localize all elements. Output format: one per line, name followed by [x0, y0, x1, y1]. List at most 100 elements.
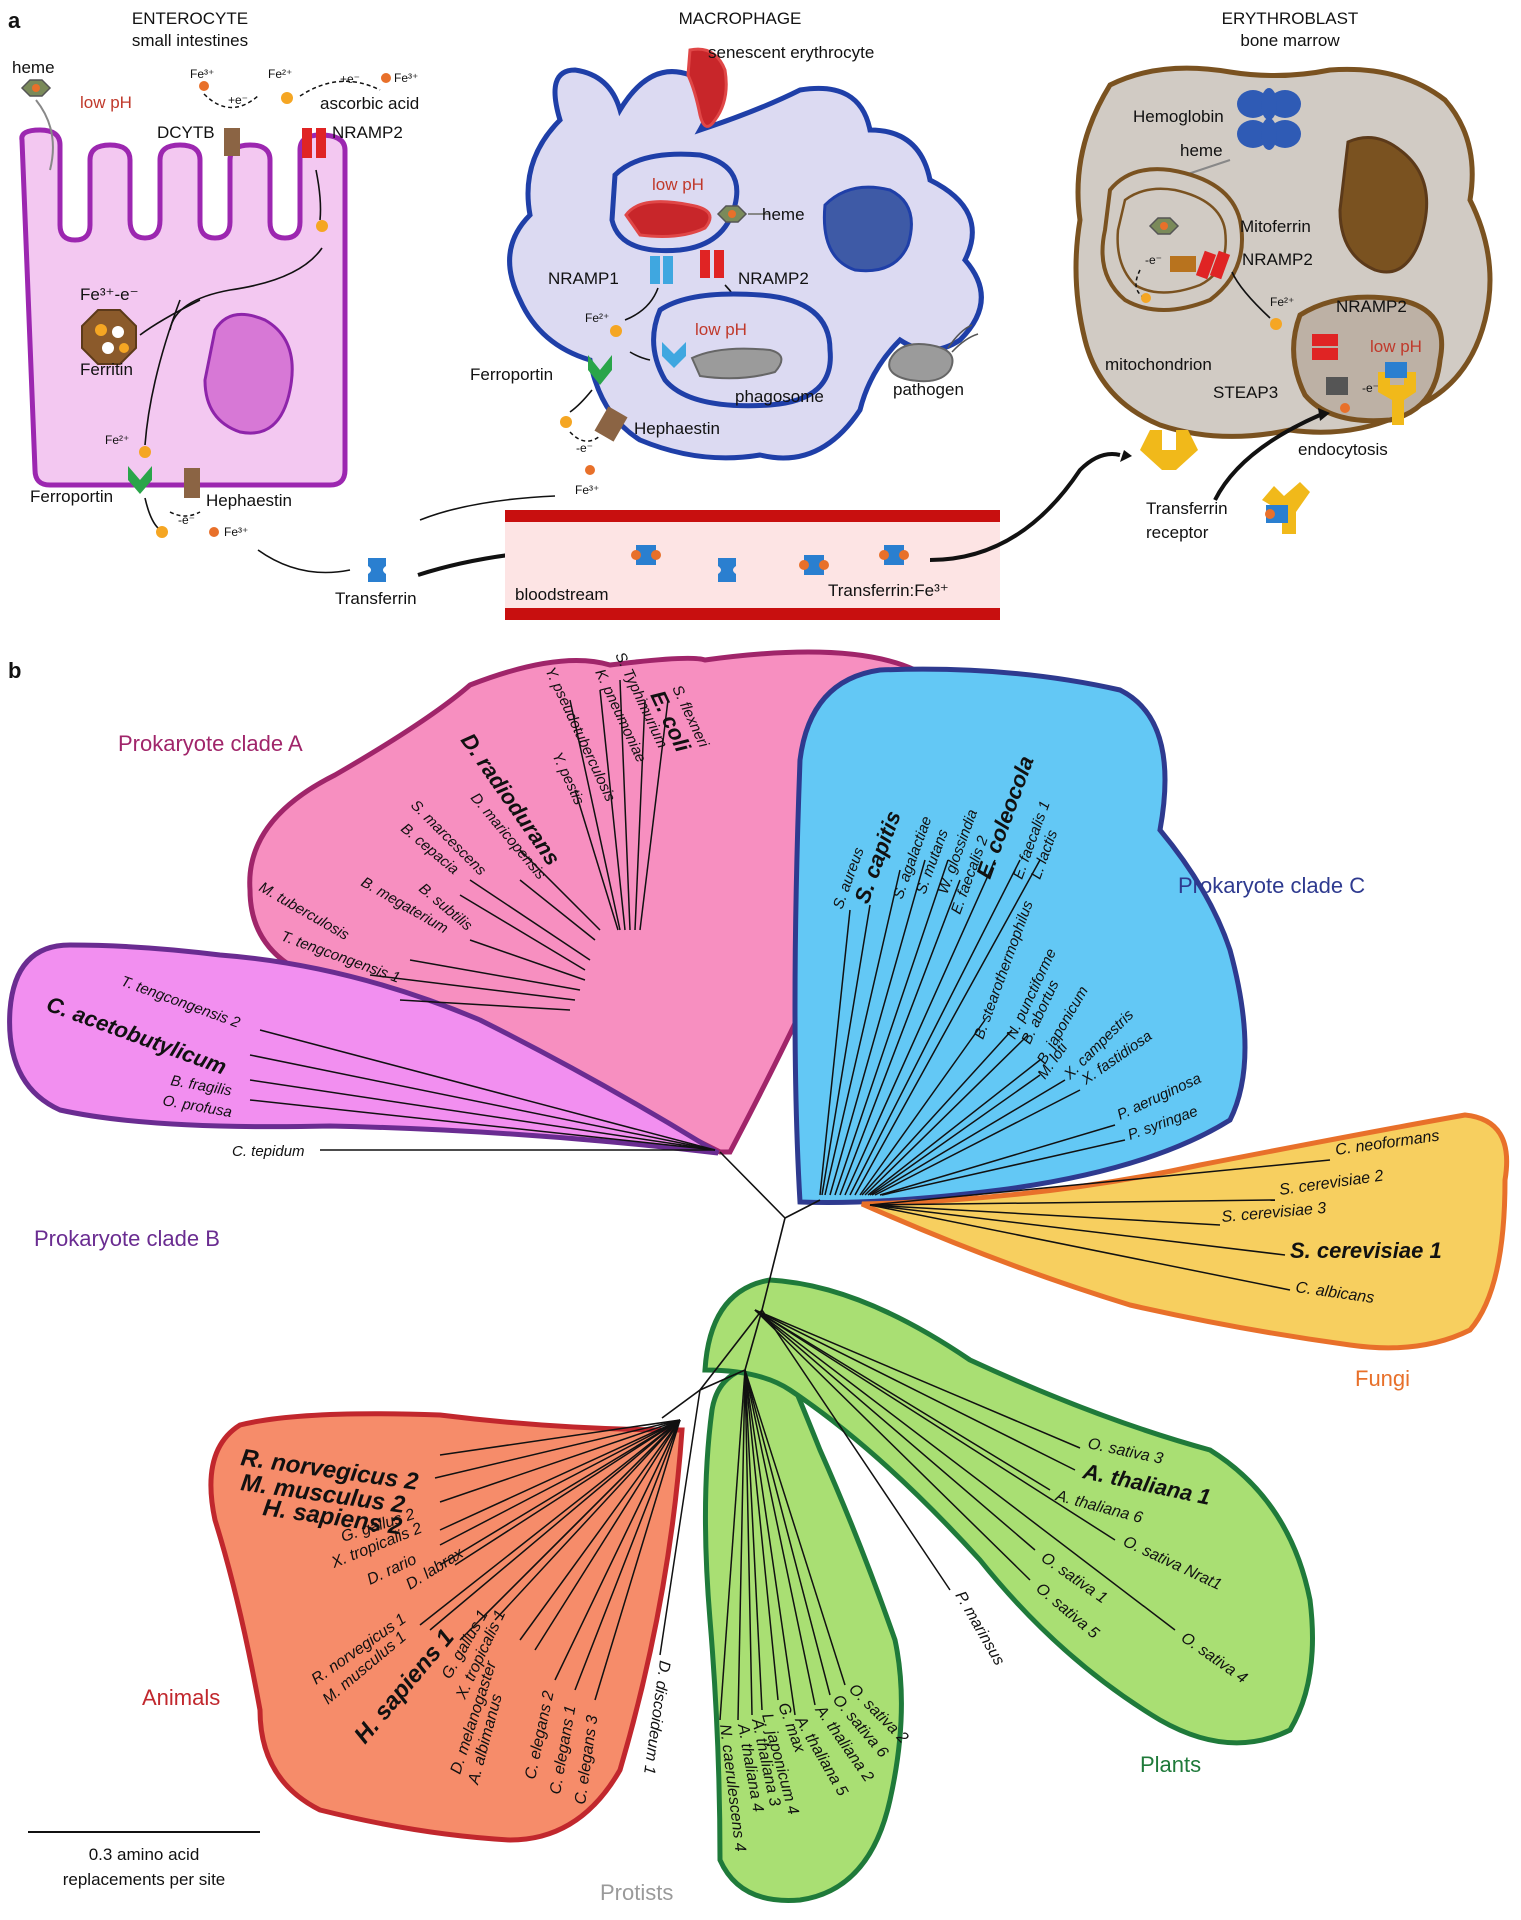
macrophage-ferroportin: Ferroportin — [470, 365, 553, 384]
fe2-label: Fe²⁺ — [268, 67, 292, 81]
transferrin-free: Transferrin — [335, 558, 417, 608]
scale-bar-label-1: 0.3 amino acid — [89, 1845, 200, 1864]
branch-o-sativa-5 — [754, 1309, 1031, 1581]
ferroportin-protein — [128, 466, 152, 494]
plus-e2-label: +e⁻ — [340, 72, 360, 86]
ferritin-label: Ferritin — [80, 360, 133, 379]
hemoglobin-icon — [1237, 88, 1301, 150]
nramp1-label: NRAMP1 — [548, 269, 619, 288]
enterocyte-nucleus — [203, 312, 294, 435]
macrophage-nucleus — [822, 185, 913, 273]
branch-t-tengcongensis-2 — [259, 1029, 716, 1151]
clade-fungi-shape — [860, 1112, 1510, 1351]
clade-plants-label: Plants — [1140, 1752, 1201, 1777]
senescent-label: senescent erythrocyte — [708, 43, 874, 62]
branch-b-cepacia — [459, 894, 586, 971]
clade-animals-label: Animals — [142, 1685, 220, 1710]
macrophage-title: MACROPHAGE — [679, 9, 802, 28]
steap3-label: STEAP3 — [1213, 383, 1278, 402]
branch-g-gallus-1 — [479, 1419, 681, 1621]
clade-plants-right-shape — [702, 1277, 1315, 1746]
plus-e-label: +e⁻ — [228, 93, 248, 107]
branch-h-sapiens-2 — [439, 1419, 681, 1503]
fe2b-label: Fe²⁺ — [105, 433, 129, 447]
branch-s-flexneri — [639, 699, 669, 931]
taxon-s-cerevisiae-1: S. cerevisiae 1 — [1290, 1238, 1442, 1263]
branch-d-discoideum-1 — [659, 1389, 701, 1656]
clade-c-shape — [792, 666, 1248, 1205]
branch-s-aureus — [819, 909, 851, 1196]
branch-p-aeruginosa — [879, 1124, 1116, 1196]
bloodstream: bloodstream Transferrin:Fe³⁺ — [505, 510, 1000, 620]
erythroblast-minus-e2: -e⁻ — [1362, 381, 1379, 395]
branch-a-thaliana-4 — [737, 1369, 746, 1721]
hephaestin-label: Hephaestin — [206, 491, 292, 510]
macrophage-low-ph: low pH — [652, 175, 704, 194]
branch-b-stearothermophilus — [859, 1019, 986, 1196]
enterocyte: ENTEROCYTE small intestines heme low pH … — [12, 9, 419, 574]
ascorbic-label: ascorbic acid — [320, 94, 419, 113]
branch-a-thaliana-5 — [744, 1369, 796, 1716]
branch-o-sativa-6 — [744, 1369, 831, 1696]
branch-m-tuberculosis — [369, 974, 576, 1001]
branch-o-sativa-4 — [754, 1309, 1176, 1631]
branch-d-radiodurans — [519, 849, 601, 931]
bloodstream-label: bloodstream — [515, 585, 609, 604]
ferroportin-label: Ferroportin — [30, 487, 113, 506]
branch-n-caerulescens-4 — [719, 1369, 746, 1721]
branch-a-thaliana-2 — [744, 1369, 816, 1706]
enterocyte-subtitle: small intestines — [132, 31, 248, 50]
macrophage: MACROPHAGE senescent erythrocyte low pH … — [419, 9, 984, 521]
dcytb-protein — [224, 128, 240, 156]
ferritin-icon — [81, 309, 137, 365]
macrophage-minus-e: -e⁻ — [576, 441, 593, 455]
branch-s-cerevisiae-3 — [869, 1204, 1221, 1226]
scale-bar: 0.3 amino acid replacements per site — [28, 1831, 260, 1889]
branch-d-maricopensis — [519, 879, 596, 941]
transferrin-label: Transferrin — [335, 589, 417, 608]
fe3c-label: Fe³⁺ — [224, 525, 248, 539]
erythroblast-subtitle: bone marrow — [1240, 31, 1340, 50]
panel-a-label: a — [8, 8, 21, 33]
senescent-erythrocyte-icon — [686, 47, 728, 128]
erythroblast-title: ERYTHROBLAST — [1222, 9, 1359, 28]
mitochondrion-label: mitochondrion — [1105, 355, 1212, 374]
branch-a-thaliana-6 — [754, 1309, 1051, 1491]
branch-a-albimanus — [534, 1419, 681, 1651]
branch-d-melanogaster — [519, 1419, 681, 1641]
clade-protists-label: Protists — [600, 1880, 673, 1905]
tree-leaf-branches — [249, 679, 1331, 1721]
branch-x-tropicalis-1 — [494, 1419, 681, 1621]
branch-k-pneumoniae — [599, 689, 626, 931]
pathogen-icon — [888, 343, 954, 383]
branch-x-fastidiosa — [874, 1089, 1081, 1196]
branch-s-mutans — [829, 859, 926, 1196]
branch-e-coleocola — [844, 859, 996, 1196]
branch-g-gallus-2 — [439, 1419, 681, 1531]
clade-a-label: Prokaryote clade A — [118, 731, 303, 756]
branch-b-subtilis — [469, 939, 586, 981]
branch-d-rario — [439, 1419, 681, 1566]
taxon-p-marinsus: P. marinsus — [952, 1589, 1008, 1669]
hemoglobin-label: Hemoglobin — [1133, 107, 1224, 126]
branch-c-elegans-1 — [574, 1419, 681, 1691]
branch-b-japonicum — [867, 1059, 1041, 1196]
branch-p-marinsus — [761, 1309, 951, 1591]
branch-e-faecalis-1 — [849, 859, 1021, 1196]
erythroblast-nramp2: NRAMP2 — [1242, 250, 1313, 269]
branch-o-profusa — [249, 1099, 716, 1151]
branch-c-elegans-3 — [594, 1419, 681, 1701]
nramp2-protein — [302, 128, 312, 158]
endocytosis-label: endocytosis — [1298, 440, 1388, 459]
branch-c-neoformans — [869, 1159, 1331, 1206]
nramp1-protein — [650, 256, 660, 284]
branch-l-lactis — [854, 859, 1041, 1196]
enterocyte-title: ENTEROCYTE — [132, 9, 248, 28]
erythroblast-low-ph: low pH — [1370, 337, 1422, 356]
erythroblast: ERYTHROBLAST bone marrow Hemoglobin heme… — [1073, 9, 1493, 542]
hephaestin-protein — [594, 406, 628, 442]
branch-o-sativa-3 — [754, 1309, 1081, 1449]
minus-e-label: -e⁻ — [178, 513, 195, 527]
branch-x-tropicalis-2 — [439, 1419, 681, 1546]
